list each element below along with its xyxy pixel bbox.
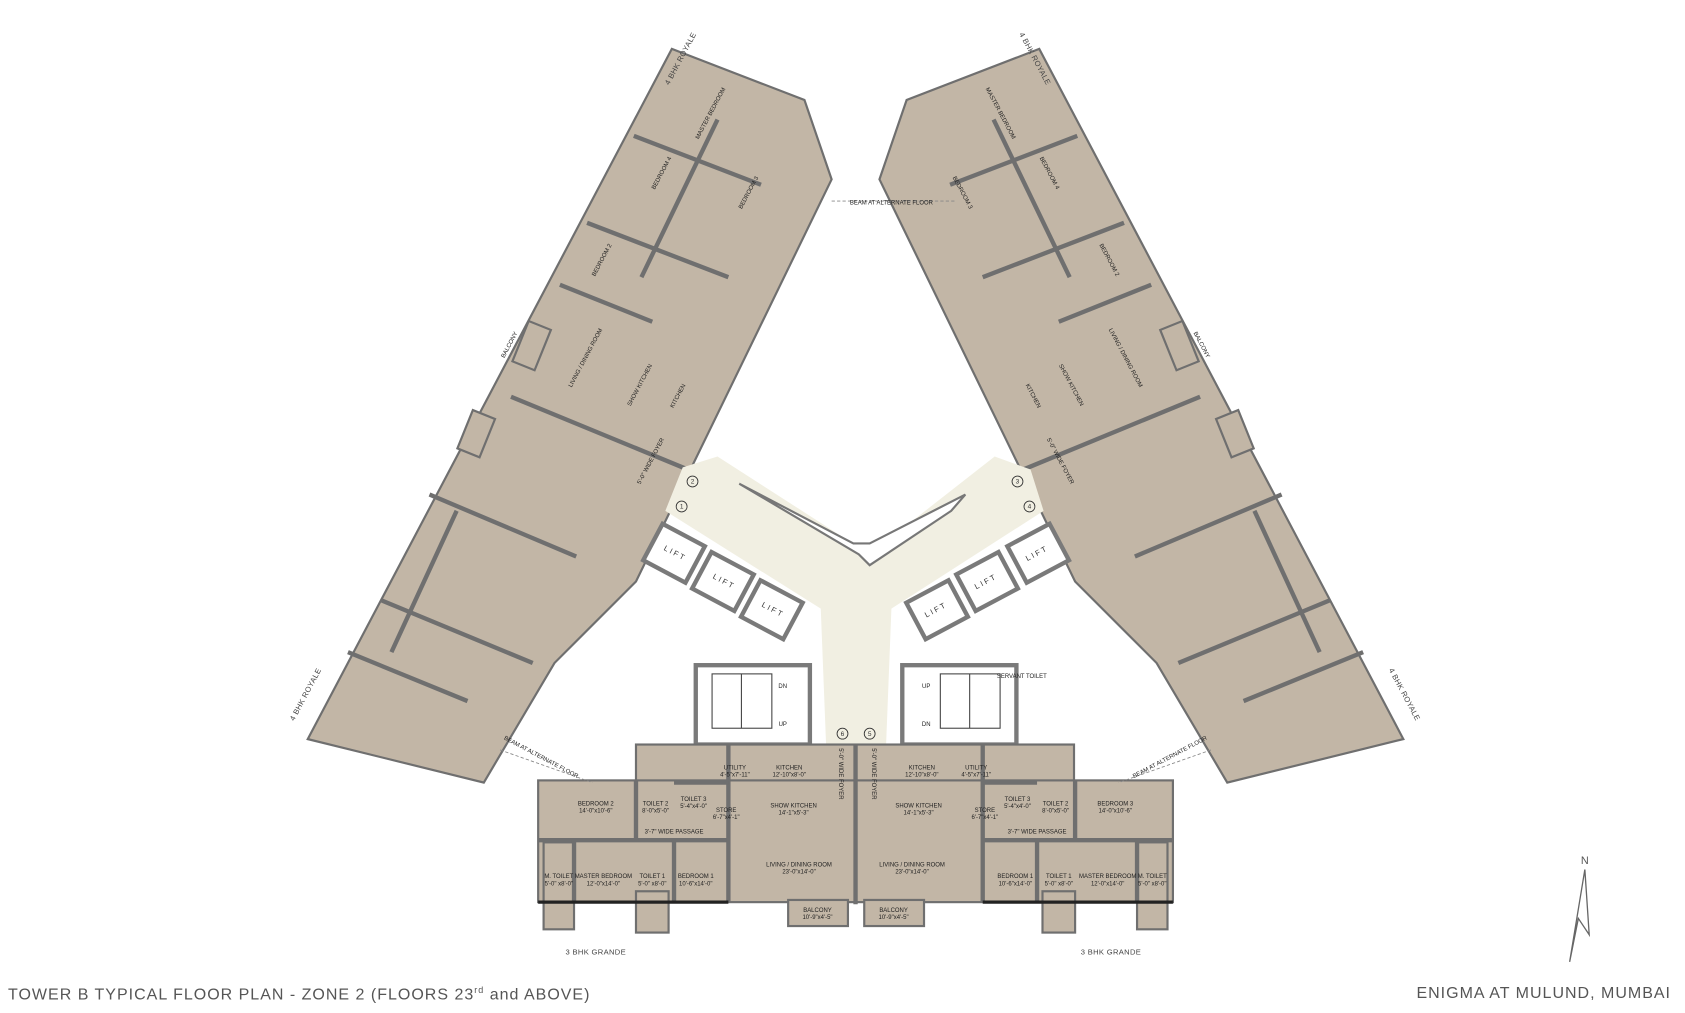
stair-label: SERVANT TOILET <box>997 674 1047 680</box>
plan-title: TOWER B TYPICAL FLOOR PLAN - ZONE 2 (FLO… <box>8 985 590 1004</box>
core-marker-circle <box>686 475 699 488</box>
room-label: 3'-7" WIDE PASSAGE <box>1008 830 1067 836</box>
beam-label: BEAM AT ALTERNATE FLOOR <box>503 736 580 781</box>
north-arrow-icon <box>1568 869 1591 963</box>
core-marker-circle <box>675 500 688 513</box>
left-wing <box>306 47 833 784</box>
stair-label: DN <box>922 722 931 728</box>
wing-label: 4 BHK ROYALE <box>1387 667 1422 723</box>
north-label: N <box>1581 855 1589 867</box>
project-name: ENIGMA AT MULUND, MUMBAI <box>1416 985 1671 1002</box>
core-marker-circle <box>1023 500 1036 513</box>
core-marker-number: 1 <box>680 504 684 511</box>
room-label: 5'-0" WIDE FOYER <box>837 748 843 800</box>
stair-label: DN <box>778 684 787 690</box>
core-marker-circle <box>863 727 876 740</box>
core-marker-number: 4 <box>1028 504 1032 511</box>
stair-label: UP <box>922 684 930 690</box>
stair-label: UP <box>779 722 787 728</box>
title-main: TOWER B TYPICAL FLOOR PLAN - ZONE 2 (FLO… <box>8 986 475 1004</box>
lift-bank-right <box>903 520 1072 643</box>
right-wing-walls <box>949 118 1364 704</box>
wing-label: 3 BHK GRANDE <box>566 947 626 956</box>
lobby <box>665 456 1044 748</box>
right-wing <box>878 47 1405 784</box>
beam-label: BEAM AT ALTERNATE FLOOR <box>1132 735 1209 780</box>
left-wing-walls <box>347 118 762 704</box>
core-marker-circle <box>1011 475 1024 488</box>
wing-label: 3 BHK GRANDE <box>1081 947 1141 956</box>
core-marker-number: 6 <box>841 731 845 738</box>
core-marker-number: 5 <box>868 731 872 738</box>
beam-lines <box>499 200 1212 783</box>
bottom-block <box>537 743 1175 934</box>
lift-bank-left <box>640 520 806 643</box>
title-tail: and ABOVE) <box>484 986 591 1004</box>
beam-label: BEAM AT ALTERNATE FLOOR <box>850 200 934 206</box>
core-marker-circle <box>836 727 849 740</box>
room-label: 5'-0" WIDE FOYER <box>870 748 876 800</box>
lobby-void <box>738 482 967 567</box>
stair-treads <box>711 673 1001 729</box>
core-marker-number: 3 <box>1016 479 1020 486</box>
room-label: 3'-7" WIDE PASSAGE <box>645 830 704 836</box>
wing-label: 4 BHK ROYALE <box>288 667 323 723</box>
stair-core-left <box>693 663 813 747</box>
core-marker-number: 2 <box>691 479 695 486</box>
north-arrow: N <box>1568 855 1591 963</box>
title-sup: rd <box>474 985 485 995</box>
